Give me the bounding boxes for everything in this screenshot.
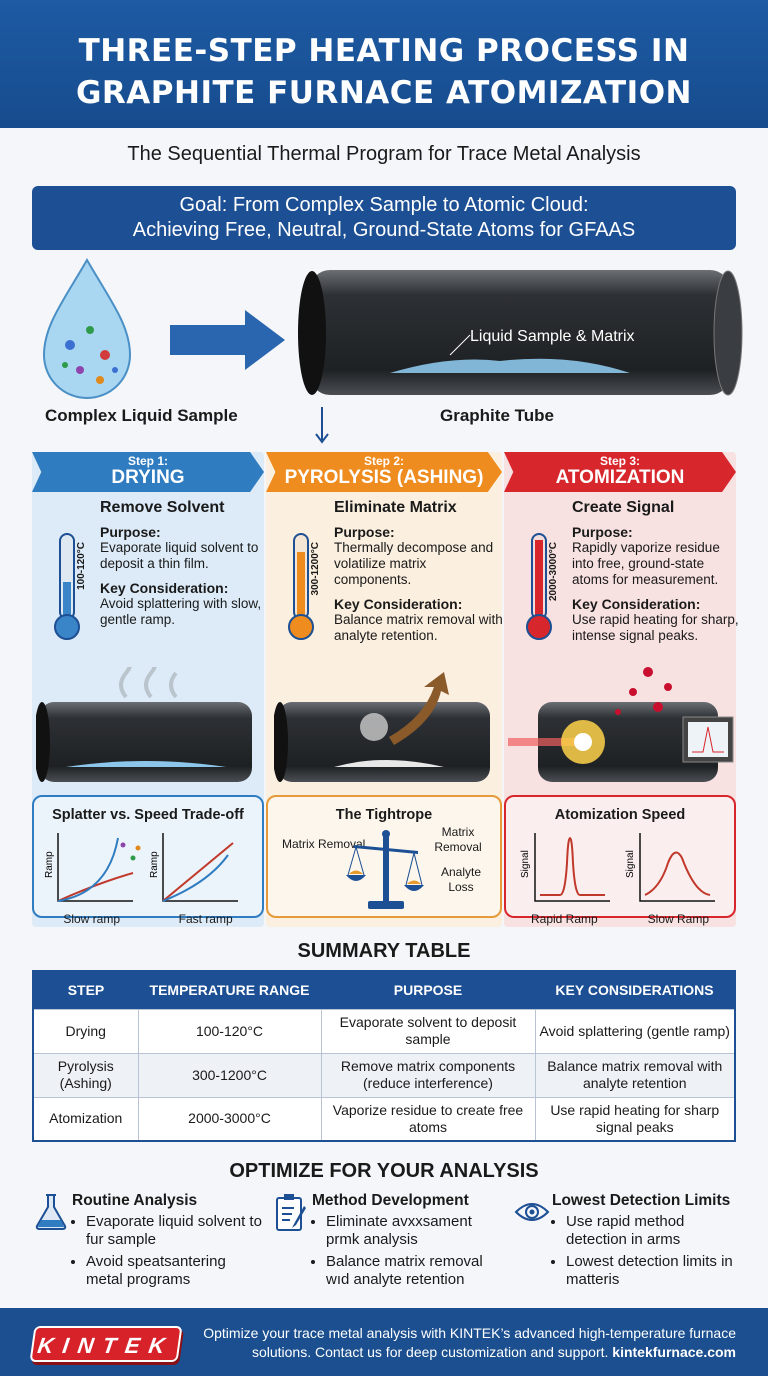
- key-text: Use rapid heating for sharp, intense sig…: [572, 612, 739, 643]
- thermometer-icon: [288, 533, 314, 640]
- goal-banner: Goal: From Complex Sample to Atomic Clou…: [32, 186, 736, 250]
- step-atomization-column: Step 3:ATOMIZATION 2000-3000°C Create Si…: [504, 452, 739, 927]
- hero-illustration: Liquid Sample & Matrix: [42, 257, 743, 444]
- optimize-routine: Routine Analysis Evaporate liquid solven…: [34, 1192, 264, 1293]
- temperature-label: 2000-3000°C: [548, 542, 559, 602]
- drying-tube-illustration: [36, 667, 252, 782]
- graphite-tube-icon: [298, 270, 743, 396]
- optimize-lowest-detection: Lowest Detection Limits Use rapid method…: [514, 1192, 744, 1293]
- svg-text:Ramp: Ramp: [149, 851, 160, 878]
- svg-text:Signal: Signal: [625, 850, 636, 878]
- tube-callout: Liquid Sample & Matrix: [470, 328, 635, 345]
- sample-label: Complex Liquid Sample: [45, 406, 238, 425]
- step-heading: Eliminate Matrix: [334, 499, 457, 516]
- balance-scale-icon: [346, 830, 424, 909]
- svg-text:Signal: Signal: [520, 850, 531, 878]
- key-text: Avoid splattering with slow, gentle ramp…: [100, 596, 262, 627]
- purpose-text: Rapidly vaporize residue into free, grou…: [572, 540, 720, 587]
- thermometer-icon: [54, 533, 80, 640]
- atomization-tube-illustration: [508, 667, 734, 782]
- step-pyrolysis-column: Step 2:PYROLYSIS (ASHING) 300-1200°C Eli…: [266, 452, 503, 927]
- website-link[interactable]: kintekfurnace.com: [612, 1344, 736, 1360]
- optimize-method-development: Method Development Eliminate avxxsament …: [274, 1192, 504, 1293]
- clipboard-icon: [276, 1194, 306, 1231]
- eye-icon: [514, 1203, 550, 1221]
- step-header: Step 2:PYROLYSIS (ASHING): [266, 452, 502, 492]
- droplet-icon: [42, 257, 132, 399]
- temperature-label: 300-1200°C: [310, 542, 321, 596]
- flask-icon: [35, 1194, 67, 1230]
- step-heading: Remove Solvent: [100, 499, 225, 516]
- summary-title: SUMMARY TABLE: [297, 940, 471, 962]
- arrow-right-icon: [170, 310, 285, 370]
- purpose-text: Evaporate liquid solvent to deposit a th…: [100, 540, 259, 571]
- purpose-text: Thermally decompose and volatilize matri…: [334, 540, 494, 587]
- signal-charts: Signal Signal: [520, 833, 715, 902]
- ramp-charts: Ramp Ramp: [44, 833, 238, 902]
- tightrope-box: The Tightrope Matrix Removal Matrix Remo…: [266, 795, 502, 918]
- svg-text:Ramp: Ramp: [44, 851, 55, 878]
- key-text: Balance matrix removal with analyte rete…: [334, 612, 503, 643]
- footer-text: Optimize your trace metal analysis with …: [203, 1325, 736, 1360]
- arrow-down-icon: [315, 407, 329, 444]
- kintek-logo[interactable]: KINTEK: [29, 1326, 183, 1362]
- subtitle: The Sequential Thermal Program for Trace…: [127, 143, 641, 165]
- step-header: Step 1:DRYING: [32, 452, 264, 492]
- thermometer-icon: [526, 533, 552, 640]
- tube-label: Graphite Tube: [440, 406, 554, 425]
- temperature-label: 100-120°C: [76, 542, 87, 590]
- pyrolysis-tube-illustration: [274, 672, 490, 782]
- step-heading: Create Signal: [572, 499, 675, 516]
- optimize-title: OPTIMIZE FOR YOUR ANALYSIS: [229, 1160, 539, 1182]
- footer: KINTEK Optimize your trace metal analysi…: [0, 1308, 768, 1376]
- step-header: Step 3:ATOMIZATION: [504, 452, 736, 492]
